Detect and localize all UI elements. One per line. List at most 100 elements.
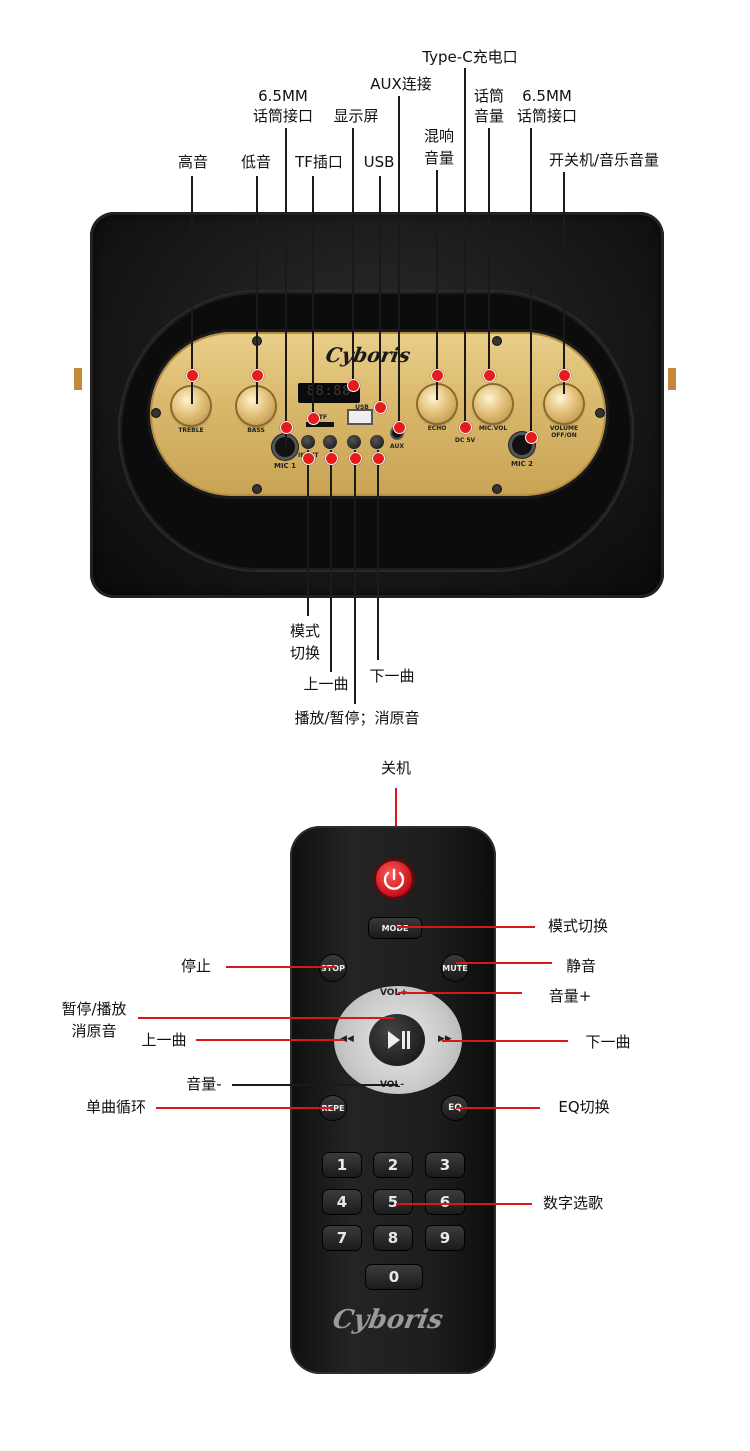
speaker-right-foot [668,368,676,390]
vol-down-callout: 音量- [186,1075,222,1093]
leader-line [232,1084,398,1086]
mode-callout-1: 模式 [289,622,320,640]
pause-play-callout-1: 暂停/播放 [61,1000,127,1018]
leader-line [436,170,438,400]
typec-callout: Type-C充电口 [422,48,518,66]
marker-dot [483,369,496,382]
leader-line [330,450,332,672]
digit-select-callout: 数字选歌 [542,1194,603,1212]
leader-line [379,176,381,408]
marker-dot [325,452,338,465]
leader-line [285,128,287,446]
next-callout: 下一曲 [369,667,415,685]
power-button[interactable] [376,861,412,897]
leader-line [256,176,258,404]
marker-dot [280,421,293,434]
power-icon [383,868,405,890]
tf-card-slot[interactable] [306,422,334,427]
leader-line [397,926,535,928]
aux-callout: AUX连接 [370,75,432,93]
tf-slot-label: TF [318,414,328,421]
mode-button[interactable] [301,435,315,449]
mic1-jack[interactable] [275,437,295,457]
marker-dot [307,412,320,425]
remote-mode-button[interactable]: MODE [369,918,421,938]
digit-5-button[interactable]: 5 [374,1190,412,1214]
power-off-callout: 关机 [380,759,411,777]
mic1-callout: 话筒接口 [252,107,313,125]
prev-track-callout: 上一曲 [141,1031,187,1049]
marker-dot [347,379,360,392]
marker-dot [302,452,315,465]
mic-volume-knob[interactable] [474,385,512,423]
mic-volume-callout-1: 话筒 [473,87,504,105]
treble-knob-label: TREBLE [178,427,204,434]
play-pause-icon [388,1031,410,1049]
marker-dot [558,369,571,382]
usb-port[interactable] [349,411,371,423]
power-volume-callout: 开关机/音乐音量 [548,151,660,169]
leader-line [398,992,522,994]
echo-callout-1: 混响 [423,127,454,145]
digit-3-button[interactable]: 3 [426,1153,464,1177]
mic-volume-callout-2: 音量 [473,107,504,125]
display-callout: 显示屏 [333,107,379,125]
leader-line [354,450,356,704]
aux-port-label: AUX [390,443,404,450]
leader-line [456,962,552,964]
leader-line [464,68,466,424]
mic2-label: MIC 2 [510,460,533,468]
dc-label: DC 5V [454,437,476,444]
digit-9-button[interactable]: 9 [426,1226,464,1250]
prev-icon[interactable]: ◀◀ [340,1034,354,1044]
leader-line [398,96,400,426]
screw-icon [596,409,604,417]
vol-plus-label[interactable]: VOL+ [380,988,408,998]
screw-icon [152,409,160,417]
screw-icon [493,337,501,345]
treble-callout: 高音 [177,153,208,171]
digit-1-button[interactable]: 1 [323,1153,361,1177]
leader-line [442,1040,568,1042]
leader-line [456,1107,540,1109]
remote-stop-button[interactable]: STOP [320,955,346,981]
digit-6-button[interactable]: 6 [426,1190,464,1214]
volume-knob-label: VOLUME [549,425,579,432]
next-button[interactable] [370,435,384,449]
digit-0-button[interactable]: 0 [366,1265,422,1289]
screw-icon [253,485,261,493]
pause-play-callout-2: 消原音 [71,1022,117,1040]
mic-volume-knob-label: MIC.VOL [478,425,508,432]
leader-line [226,966,336,968]
marker-dot [374,401,387,414]
leader-line [396,1203,532,1205]
usb-callout: USB [363,153,395,171]
power-knob-label: OFF/ON [551,432,577,439]
next-icon[interactable]: ▶▶ [438,1034,452,1044]
vol-up-callout: 音量+ [548,987,592,1005]
mic2-callout: 话筒接口 [516,107,577,125]
mic1-callout-size: 6.5MM [258,87,308,105]
leader-line [191,176,193,404]
digit-8-button[interactable]: 8 [374,1226,412,1250]
leader-line [377,450,379,660]
marker-dot [459,421,472,434]
marker-dot [251,369,264,382]
digit-2-button[interactable]: 2 [374,1153,412,1177]
mic1-label: MIC 1 [273,462,296,470]
leader-line [488,128,490,374]
mode-switch-callout: 模式切换 [547,917,608,935]
remote-play-pause-button[interactable] [369,1014,425,1066]
prev-button[interactable] [323,435,337,449]
digit-7-button[interactable]: 7 [323,1226,361,1250]
marker-dot [372,452,385,465]
remote-mute-button[interactable]: MUTE [442,955,468,981]
digit-4-button[interactable]: 4 [323,1190,361,1214]
mode-callout-2: 切换 [289,644,320,662]
leader-line [156,1107,334,1109]
play-pause-button[interactable] [347,435,361,449]
leader-line [312,176,314,420]
usb-port-label: USB [355,404,369,411]
echo-knob-label: ECHO [427,425,447,432]
marker-dot [393,421,406,434]
